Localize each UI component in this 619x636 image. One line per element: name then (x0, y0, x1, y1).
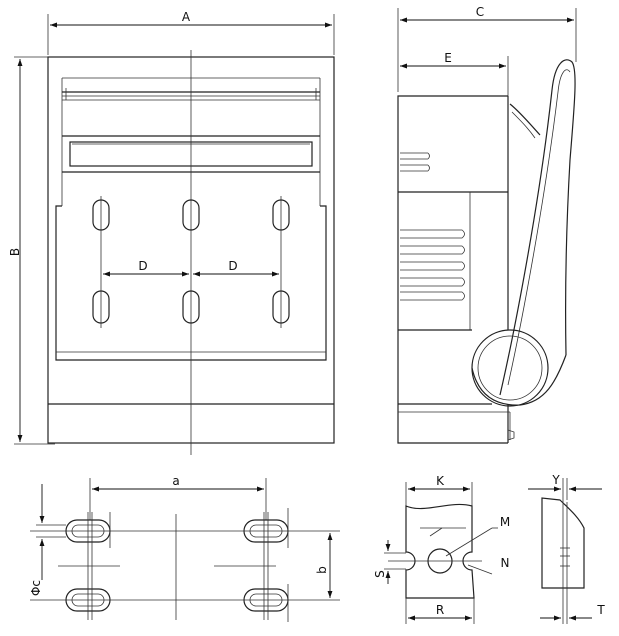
label-s: S (373, 570, 387, 578)
dimension-r: R (405, 598, 475, 624)
front-view: A B (8, 10, 335, 455)
label-n: N (501, 556, 510, 570)
side-view: C E (397, 5, 577, 444)
dimension-a: A (47, 10, 335, 55)
label-c: C (476, 5, 484, 19)
label-y: Y (551, 473, 560, 487)
contact-detail-view: K S R M N (373, 474, 510, 624)
label-a-lower: a (172, 474, 179, 488)
label-d-right: D (228, 259, 237, 273)
dimension-d: D D (103, 259, 279, 277)
contact-section-outline (541, 497, 585, 589)
dimension-y: Y (528, 473, 602, 500)
dimension-b-lower: b (315, 533, 333, 598)
cooling-fins (400, 229, 465, 301)
dimension-a-lower: a (89, 474, 267, 520)
label-phi-c: Φc (29, 580, 43, 596)
contact-plate (405, 503, 475, 599)
label-k: K (436, 474, 445, 488)
dimension-phi-c: Φc (29, 484, 45, 596)
handle-hub (471, 329, 549, 407)
label-b-lower: b (315, 566, 329, 574)
dimension-c: C (397, 5, 577, 92)
label-t: T (596, 603, 605, 617)
contact-side-section: Y T (528, 473, 605, 624)
handle-lever (471, 59, 576, 407)
dimension-s: S (373, 540, 406, 584)
label-d-left: D (138, 259, 147, 273)
label-e: E (444, 51, 452, 65)
label-a: A (182, 10, 191, 24)
label-b: B (8, 248, 22, 256)
dimension-t: T (540, 588, 605, 624)
label-r: R (436, 603, 444, 617)
mounting-pattern-view: a Φc (29, 474, 340, 622)
dimension-e: E (400, 51, 509, 102)
dimension-k: K (405, 474, 473, 510)
label-m: M (500, 515, 510, 529)
mounting-holes (65, 519, 289, 612)
